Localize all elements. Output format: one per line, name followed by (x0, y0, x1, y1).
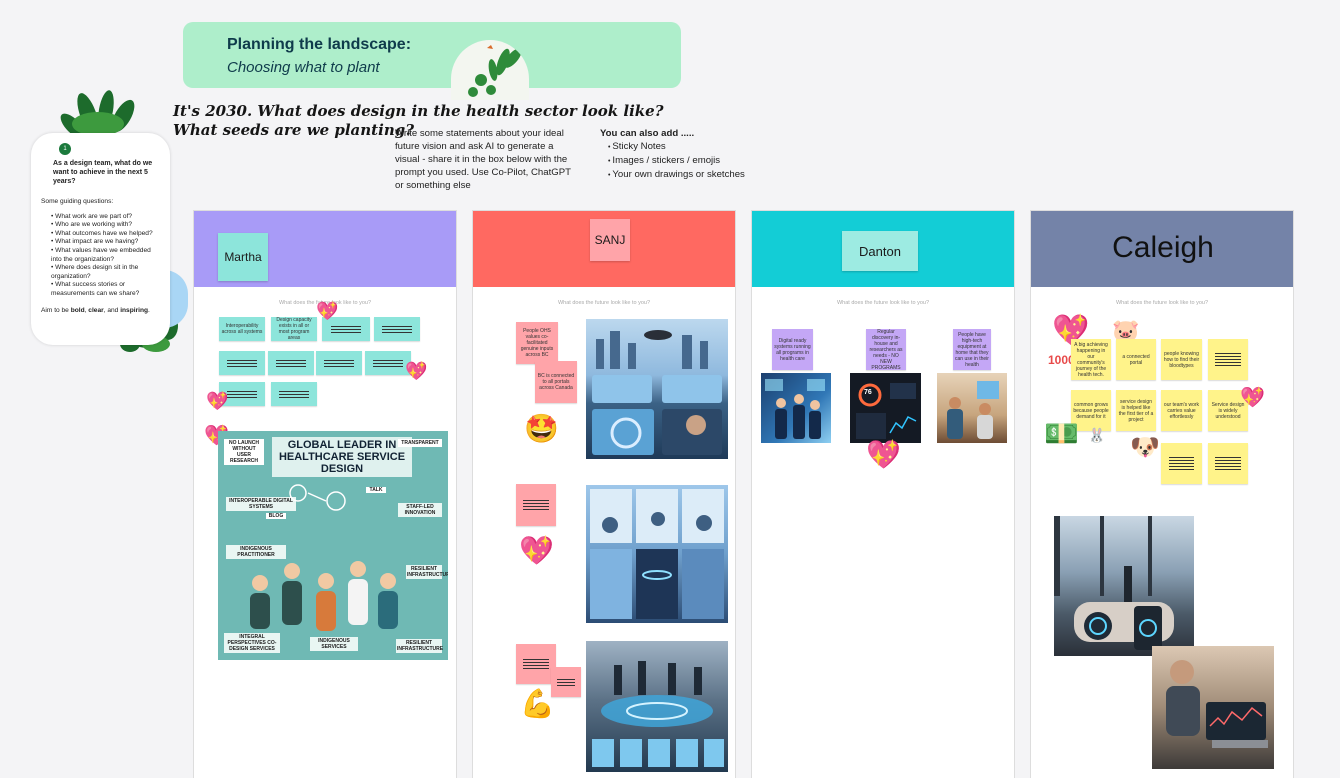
guide-question: As a design team, what do we want to ach… (53, 160, 153, 185)
rabbit-sticker[interactable]: 🐰 (1088, 427, 1106, 443)
column-header: Caleigh (1031, 211, 1293, 287)
sticky-note[interactable]: Design capacity exists in all or most pr… (271, 317, 317, 341)
sparkling-heart-emoji[interactable]: 💖 (1240, 387, 1265, 409)
name-sticky[interactable]: Martha (218, 233, 268, 281)
sticky-note[interactable] (551, 667, 581, 697)
sticky-note[interactable] (374, 317, 420, 341)
name-sticky[interactable]: SANJ (590, 219, 630, 261)
header-banner[interactable]: Planning the landscape: Choosing what to… (183, 22, 681, 100)
column-header: Danton (752, 211, 1014, 287)
star-struck-emoji[interactable]: 🤩 (524, 413, 559, 444)
flexed-biceps-emoji[interactable]: 💪 (520, 688, 555, 719)
column-subtitle: What does the future look like to you? (278, 300, 372, 306)
sticky-note[interactable]: BC is connected to all portals across Ca… (535, 361, 577, 403)
sticky-note[interactable] (316, 351, 362, 375)
dog-sticker[interactable]: 🐶 (1130, 434, 1160, 461)
column-danton[interactable]: Danton What does the future look like to… (751, 210, 1015, 778)
sparkling-heart-emoji[interactable]: 💖 (206, 391, 229, 411)
guide-aim: Aim to be bold, clear, and inspiring. (41, 306, 150, 314)
hundred-sticker[interactable]: 1000 (1048, 353, 1075, 367)
column-header: Martha (194, 211, 456, 287)
guiding-questions-card[interactable]: 1 As a design team, what do we want to a… (31, 133, 170, 345)
column-subtitle: What does the future look like to you? (557, 300, 651, 306)
pig-sticker[interactable]: 🐷 (1112, 318, 1140, 343)
sticky-note[interactable]: a connected portal (1116, 339, 1156, 380)
sticky-note[interactable]: Interoperability across all systems (219, 317, 265, 341)
sticky-note[interactable] (1208, 443, 1248, 484)
sticky-note[interactable]: people knowing how to find their bloodty… (1161, 339, 1202, 380)
column-subtitle: What does the future look like to you? (836, 300, 930, 306)
dashboard-value: 76 (864, 389, 872, 396)
column-header: SANJ (473, 211, 735, 287)
column-name[interactable]: Caleigh (1112, 231, 1214, 264)
sparkling-heart-emoji[interactable]: 💖 (519, 535, 554, 566)
sticky-note[interactable]: our team's work carries value effortless… (1161, 390, 1202, 431)
sparkling-heart-emoji[interactable]: 💖 (316, 301, 339, 321)
sticky-note[interactable] (322, 317, 370, 341)
ai-generated-image-hospital[interactable] (586, 485, 728, 623)
sticky-note[interactable]: People have high-tech equipment at home … (953, 329, 991, 370)
sticky-note[interactable]: service design is helped like the first … (1116, 390, 1156, 431)
sticky-note[interactable] (219, 351, 265, 375)
sticky-note[interactable]: People OHS values co-facilitated genuine… (516, 322, 558, 364)
sticky-note[interactable] (219, 382, 265, 406)
also-add-list: You can also add ..... Sticky Notes Imag… (600, 127, 745, 182)
ai-generated-poster[interactable]: GLOBAL LEADER IN HEALTHCARE SERVICE DESI… (218, 431, 448, 660)
ai-generated-image-meeting-room[interactable] (586, 641, 728, 772)
guide-intro: Some guiding questions: (41, 198, 114, 205)
sticky-note[interactable] (516, 644, 556, 684)
step-number: 1 (59, 143, 71, 155)
sticky-note[interactable] (271, 382, 317, 406)
sticky-note[interactable]: common grows because people demand for i… (1071, 390, 1111, 431)
guide-list: What work are we part of? Who are we wor… (41, 213, 160, 299)
sparkling-heart-emoji[interactable]: 💖 (405, 361, 428, 381)
ai-generated-image-laptop-health[interactable] (1152, 646, 1274, 769)
poster-title: GLOBAL LEADER IN HEALTHCARE SERVICE DESI… (272, 437, 412, 477)
banner-subtitle: Choosing what to plant (227, 59, 380, 76)
ai-generated-image-futuristic-city[interactable] (586, 319, 728, 459)
ai-generated-image-home-care[interactable] (937, 373, 1007, 443)
sticky-note[interactable] (1161, 443, 1202, 484)
column-subtitle: What does the future look like to you? (1115, 300, 1209, 306)
ai-generated-image-digital-team[interactable] (761, 373, 831, 443)
sticky-note[interactable]: Regular discovery in-house and researche… (866, 329, 906, 370)
sticky-note[interactable]: Digital ready systems running all progra… (772, 329, 813, 370)
sticky-note[interactable] (516, 484, 556, 526)
money-sticker[interactable]: 💵 (1044, 418, 1079, 449)
banner-plant-icon (451, 40, 529, 100)
sticky-note[interactable]: Service design is widely understood (1208, 390, 1248, 431)
banner-title: Planning the landscape: (227, 36, 412, 53)
ai-generated-image-smart-home[interactable] (1054, 516, 1194, 656)
sparkling-heart-emoji[interactable]: 💖 (866, 439, 901, 470)
sticky-note[interactable]: A big achieving happening in our communi… (1071, 339, 1111, 380)
instructions-text: Write some statements about your ideal f… (395, 128, 571, 191)
sticky-note[interactable] (1208, 339, 1248, 380)
prompt-question: It's 2030. What does design in the healt… (173, 102, 664, 139)
ai-generated-image-dashboard[interactable]: 76 (850, 373, 921, 443)
sticky-note[interactable] (268, 351, 314, 375)
name-sticky[interactable]: Danton (842, 231, 918, 271)
sticky-note[interactable] (365, 351, 411, 375)
